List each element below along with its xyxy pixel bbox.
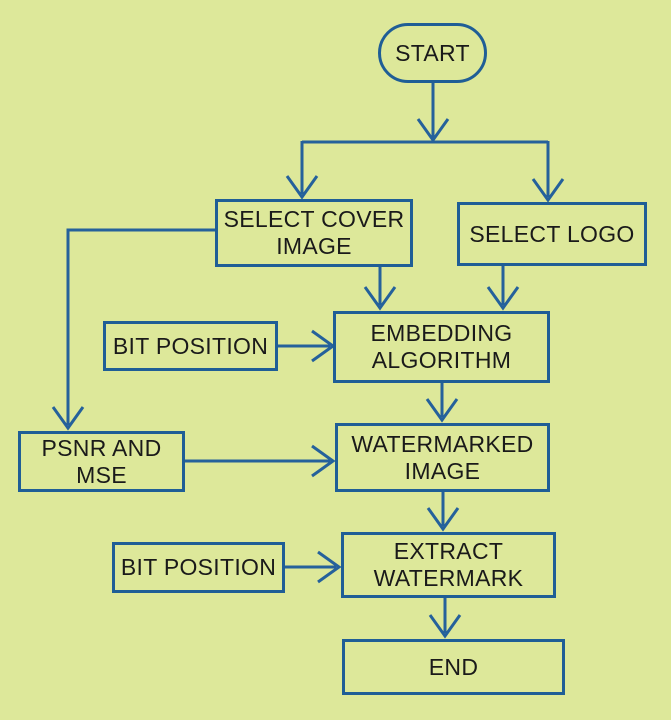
edge-psnr-to-watermarked-image [185, 444, 336, 478]
node-bit-position-2: BIT POSITION [112, 542, 285, 593]
arrowhead-down-icon [425, 398, 459, 423]
edge-extract-to-end [428, 598, 462, 639]
node-start-label: START [395, 39, 470, 66]
edge-bit-position-2-to-extract [285, 550, 342, 584]
node-bit-position-1-label: BIT POSITION [112, 332, 269, 359]
node-bit-position-1: BIT POSITION [103, 321, 278, 371]
edge-split-to-select-cover-image [285, 141, 319, 200]
node-start: START [378, 23, 487, 83]
node-select-cover-image-label: SELECT COVER IMAGE [223, 206, 405, 259]
node-select-logo-label: SELECT LOGO [469, 220, 635, 247]
node-extract-watermark: EXTRACT WATERMARK [341, 532, 556, 598]
node-end: END [342, 639, 565, 695]
edge-embedding-to-watermarked-image [425, 383, 459, 423]
node-psnr-and-mse-label: PSNR AND MSE [41, 434, 162, 488]
node-psnr-and-mse: PSNR AND MSE [18, 431, 185, 492]
arrowhead-down-icon [486, 286, 520, 311]
arrowhead-down-icon [363, 286, 397, 311]
node-select-logo: SELECT LOGO [457, 202, 647, 266]
node-select-cover-image: SELECT COVER IMAGE [215, 199, 413, 267]
node-watermarked-image-label: WATERMARKED IMAGE [351, 430, 534, 484]
node-embedding-algorithm-label: EMBEDDING ALGORITHM [370, 320, 513, 373]
arrowhead-down-icon [531, 178, 565, 203]
node-embedding-algorithm: EMBEDDING ALGORITHM [333, 311, 550, 383]
edge-split-to-select-logo [531, 141, 565, 203]
node-watermarked-image: WATERMARKED IMAGE [335, 423, 550, 492]
arrowhead-right-icon [311, 444, 336, 478]
edge-select-logo-to-embedding [486, 266, 520, 311]
arrowhead-down-icon [416, 118, 450, 143]
arrowhead-right-icon [317, 550, 342, 584]
edge-watermarked-image-to-extract [426, 492, 460, 532]
edge-start-to-split [302, 83, 548, 144]
node-bit-position-2-label: BIT POSITION [120, 554, 277, 580]
edge-bit-position-1-to-embedding [278, 329, 336, 363]
arrowhead-down-icon [285, 175, 319, 200]
arrowhead-down-icon [428, 614, 462, 639]
arrowhead-down-icon [426, 507, 460, 532]
node-extract-watermark-label: EXTRACT WATERMARK [373, 538, 524, 591]
edge-select-cover-image-to-psnr [51, 228, 215, 431]
edge-select-cover-image-to-embedding [363, 267, 397, 311]
node-end-label: END [428, 653, 479, 680]
arrowhead-down-icon [51, 406, 85, 431]
